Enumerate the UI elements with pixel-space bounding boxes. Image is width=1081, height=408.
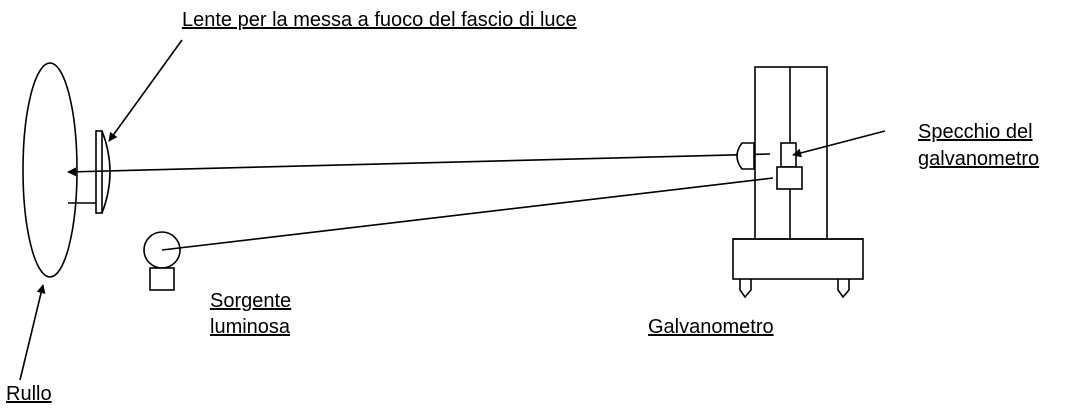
roller-label: Rullo [6, 383, 52, 405]
lens-label: Lente per la messa a fuoco del fascio di… [182, 9, 577, 31]
galvanometer [732, 66, 864, 299]
beam-mirror-to-roller [67, 153, 771, 177]
source-label-line1: Sorgente [210, 290, 291, 312]
source-label-line2: luminosa [210, 316, 291, 338]
roller [22, 62, 96, 278]
galvanometer-label: Galvanometro [648, 316, 774, 338]
mirror-label-line2: galvanometro [918, 148, 1039, 170]
beam-source-to-mirror [161, 177, 774, 251]
mirror-label-line1: Specchio del [918, 121, 1033, 143]
lens-pointer-arrow [108, 39, 183, 142]
mirror-pointer-arrow [792, 130, 886, 158]
roller-pointer-arrow [19, 284, 46, 381]
light-source [143, 231, 181, 291]
